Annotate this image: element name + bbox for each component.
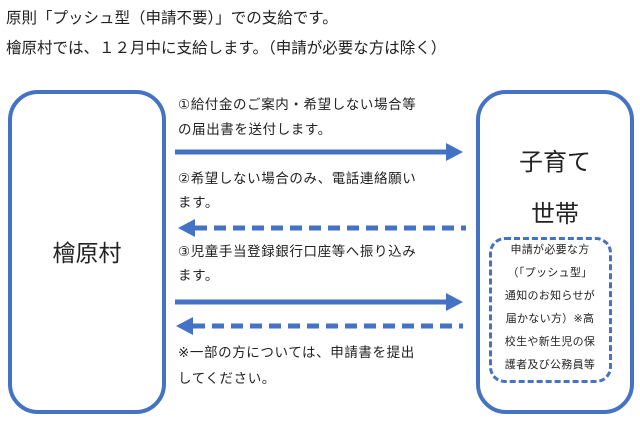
footnote-text-2: してください。: [178, 371, 276, 387]
arrow-left-phone-contact: [178, 219, 466, 237]
step1-text-1: ①給付金のご案内・希望しない場合等: [178, 97, 417, 113]
note-line: 校生や新生児の保: [504, 335, 596, 348]
note-line: 護者及び公務員等: [504, 358, 596, 371]
step2-text-2: ます。: [178, 195, 219, 211]
footnote-text-1: ※一部の方については、申請書を提出: [178, 345, 415, 361]
header-line-1: 原則「プッシュ型（申請不要）」での支給です。: [6, 9, 338, 27]
note-line: 通知のお知らせが: [504, 289, 596, 302]
household-box: [476, 90, 634, 414]
arrow-right-send-notice: [175, 143, 463, 161]
note-line: 届かない方）※高: [505, 312, 595, 325]
application-required-note-box: [489, 237, 612, 383]
household-label-1: 子育て: [519, 148, 591, 176]
header-line-2: 檜原村では、１２月中に支給します。（申請が必要な方は除く）: [6, 39, 447, 57]
step3-text-1: ③児童手当登録銀行口座等へ振り込み: [178, 244, 417, 260]
household-label-2: 世帯: [531, 200, 579, 228]
village-label: 檜原村: [52, 241, 122, 267]
step1-text-2: の届出書を送付します。: [178, 122, 332, 138]
village-box: [8, 90, 166, 414]
step3-text-2: ます。: [178, 268, 219, 284]
arrow-left-application-submit: [176, 317, 463, 335]
arrow-right-bank-transfer: [175, 293, 463, 311]
note-line: （「プッシュ型」: [507, 266, 593, 279]
note-line: 申請が必要な方: [510, 243, 590, 256]
step2-text-1: ②希望しない場合のみ、電話連絡願い: [178, 171, 417, 187]
